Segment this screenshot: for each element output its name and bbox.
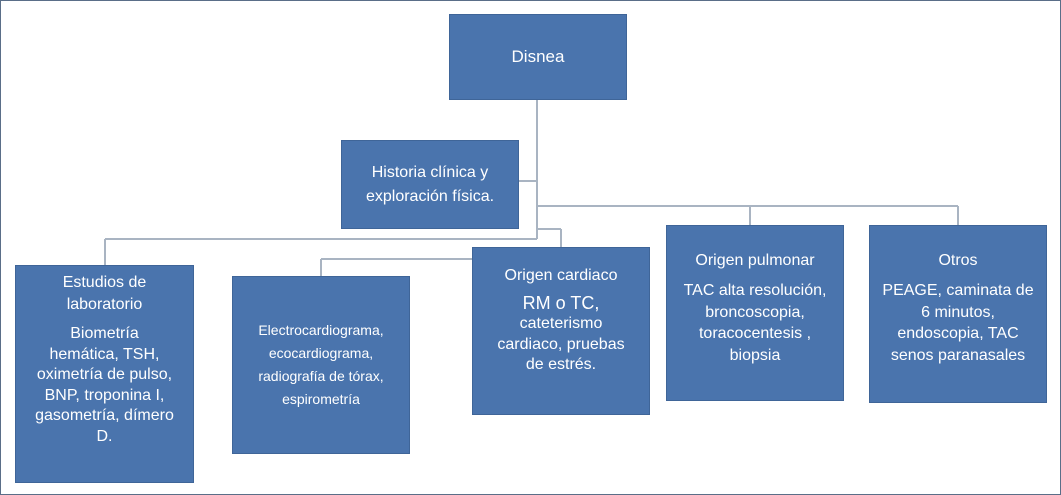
node-imagen: Electrocardiograma, ecocardiograma, radi… [232, 276, 410, 454]
node-historia: Historia clínica y exploración física. [341, 140, 519, 229]
node-cardiaco-body1: RM o TC, [522, 293, 600, 313]
node-historia-label: Historia clínica y exploración física. [365, 163, 495, 205]
node-laboratorio-body: Biometría hemática, TSH, oximetría de pu… [35, 325, 174, 445]
node-cardiaco: Origen cardiaco RM o TC, cateterismo car… [472, 247, 650, 415]
node-imagen-body: Electrocardiograma, ecocardiograma, radi… [258, 322, 384, 407]
node-laboratorio-title: Estudios de laboratorio [62, 274, 147, 313]
node-cardiaco-body2: cateterismo cardiaco, pruebas de estrés. [497, 315, 625, 373]
node-cardiaco-title: Origen cardiaco [504, 267, 618, 284]
node-pulmonar: Origen pulmonar TAC alta resolución, bro… [666, 225, 844, 401]
node-otros-body: PEAGE, caminata de 6 minutos, endoscopia… [882, 282, 1034, 364]
node-pulmonar-body: TAC alta resolución, broncoscopia, torac… [683, 282, 827, 364]
node-disnea: Disnea [449, 14, 627, 100]
node-otros-title: Otros [938, 252, 978, 269]
node-disnea-label: Disnea [511, 47, 565, 66]
node-otros: Otros PEAGE, caminata de 6 minutos, endo… [869, 225, 1047, 403]
node-pulmonar-title: Origen pulmonar [695, 252, 815, 269]
node-laboratorio: Estudios de laboratorio Biometría hemáti… [15, 265, 194, 483]
